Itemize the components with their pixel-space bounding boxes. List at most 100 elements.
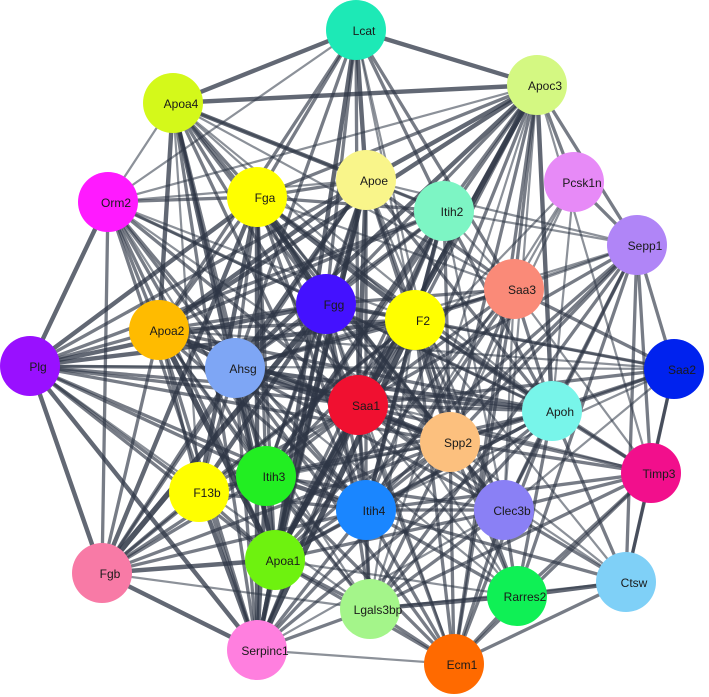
node-apoa1[interactable]: Apoa1 (245, 530, 305, 590)
edge-plg-saa1 (28, 364, 360, 407)
node-apoc3[interactable]: Apoc3 (507, 55, 567, 115)
node-circle[interactable] (169, 462, 229, 522)
node-f13b[interactable]: F13b (169, 462, 229, 522)
edge-itih4-fgb (100, 508, 368, 575)
node-circle[interactable] (507, 55, 567, 115)
node-circle[interactable] (522, 381, 582, 441)
node-sepp1[interactable]: Sepp1 (607, 215, 667, 275)
edge-pcsk1n-apoh (550, 180, 576, 413)
node-label: Itih4 (363, 504, 386, 518)
edge-timp3-lgals3bp (368, 471, 653, 611)
node-fgb[interactable]: Fgb (72, 543, 132, 603)
node-itih4[interactable]: Itih4 (336, 480, 396, 540)
node-ecm1[interactable]: Ecm1 (424, 634, 484, 694)
node-circle[interactable] (72, 543, 132, 603)
node-timp3[interactable]: Timp3 (621, 443, 681, 503)
edge-f2-ecm1 (413, 318, 456, 666)
edge-saa2-saa1 (356, 367, 676, 407)
node-orm2[interactable]: Orm2 (78, 172, 138, 232)
node-circle[interactable] (328, 375, 388, 435)
node-circle[interactable] (340, 579, 400, 639)
edge-ahsg-fgb (100, 366, 237, 575)
node-circle[interactable] (596, 552, 656, 612)
node-fga[interactable]: Fga (227, 167, 287, 227)
node-circle[interactable] (227, 167, 287, 227)
node-clec3b[interactable]: Clec3b (474, 480, 534, 540)
node-circle[interactable] (420, 412, 480, 472)
edge-ahsg-apoh (232, 365, 555, 414)
node-circle[interactable] (0, 336, 60, 396)
edge-saa2-clec3b (502, 367, 676, 512)
edge-itih4-ctsw (364, 508, 628, 584)
edge-apoa2-fgb (100, 328, 161, 575)
node-circle[interactable] (227, 620, 287, 680)
node-apoe[interactable]: Apoe (336, 150, 396, 210)
node-lgals3bp[interactable]: Lgals3bp (340, 579, 403, 639)
node-fgg[interactable]: Fgg (296, 274, 356, 334)
node-label: Lgals3bp (354, 603, 403, 617)
edge-plg-saa2 (28, 364, 676, 371)
node-circle[interactable] (484, 259, 544, 319)
node-ahsg[interactable]: Ahsg (205, 338, 265, 398)
node-itih2[interactable]: Itih2 (414, 181, 474, 241)
node-circle[interactable] (336, 480, 396, 540)
node-circle[interactable] (143, 73, 203, 133)
node-circle[interactable] (621, 443, 681, 503)
node-apoa2[interactable]: Apoa2 (129, 300, 189, 360)
edge-saa1-timp3 (356, 403, 653, 475)
node-spp2[interactable]: Spp2 (420, 412, 480, 472)
node-label: Ahsg (229, 362, 256, 376)
edge-apoe-sepp1 (364, 178, 639, 247)
edge-plg-apoa1 (28, 364, 277, 562)
edge-apoc3-apoh (534, 82, 555, 414)
node-circle[interactable] (385, 290, 445, 350)
node-circle[interactable] (644, 339, 704, 399)
node-saa1[interactable]: Saa1 (328, 375, 388, 435)
node-saa3[interactable]: Saa3 (484, 259, 544, 319)
edge-fgb-lgals3bp (100, 571, 372, 611)
edge-spp2-lgals3bp (368, 440, 452, 611)
node-label: Apoa2 (150, 324, 185, 338)
node-circle[interactable] (245, 530, 305, 590)
node-label: Apoe (360, 174, 388, 188)
edge-sepp1-timp3 (635, 243, 653, 475)
edge-itih2-apoa2 (157, 209, 446, 332)
node-apoh[interactable]: Apoh (522, 381, 582, 441)
node-circle[interactable] (205, 338, 265, 398)
node-rarres2[interactable]: Rarres2 (487, 566, 547, 626)
edge-f2-ctsw (413, 318, 628, 584)
node-itih3[interactable]: Itih3 (236, 446, 296, 506)
node-serpinc1[interactable]: Serpinc1 (227, 620, 289, 680)
edge-lcat-saa3 (354, 28, 516, 291)
node-label: Saa3 (508, 283, 536, 297)
node-saa2[interactable]: Saa2 (644, 339, 704, 399)
node-apoa4[interactable]: Apoa4 (143, 73, 203, 133)
node-circle[interactable] (487, 566, 547, 626)
node-circle[interactable] (607, 215, 667, 275)
node-circle[interactable] (424, 634, 484, 694)
node-f2[interactable]: F2 (385, 290, 445, 350)
node-circle[interactable] (78, 172, 138, 232)
edge-ctsw-ecm1 (452, 580, 628, 666)
node-pcsk1n[interactable]: Pcsk1n (544, 152, 604, 212)
edge-apoe-apoh (364, 178, 554, 413)
node-circle[interactable] (326, 0, 386, 60)
node-circle[interactable] (296, 274, 356, 334)
edge-spp2-ctsw (448, 440, 628, 584)
edge-apoa2-itih4 (157, 328, 368, 512)
edge-plg-fgb (27, 363, 105, 576)
edge-lcat-apoa4 (170, 27, 359, 106)
node-lcat[interactable]: Lcat (326, 0, 386, 60)
edge-fga-plg (27, 194, 260, 369)
node-circle[interactable] (544, 152, 604, 212)
node-circle[interactable] (129, 300, 189, 360)
node-label: Sepp1 (628, 239, 663, 253)
node-circle[interactable] (336, 150, 396, 210)
node-plg[interactable]: Plg (0, 336, 60, 396)
node-circle[interactable] (236, 446, 296, 506)
node-ctsw[interactable]: Ctsw (596, 552, 656, 612)
node-label: Fgb (100, 567, 121, 581)
node-circle[interactable] (474, 480, 534, 540)
edge-clec3b-serpinc1 (255, 508, 506, 652)
node-circle[interactable] (414, 181, 474, 241)
